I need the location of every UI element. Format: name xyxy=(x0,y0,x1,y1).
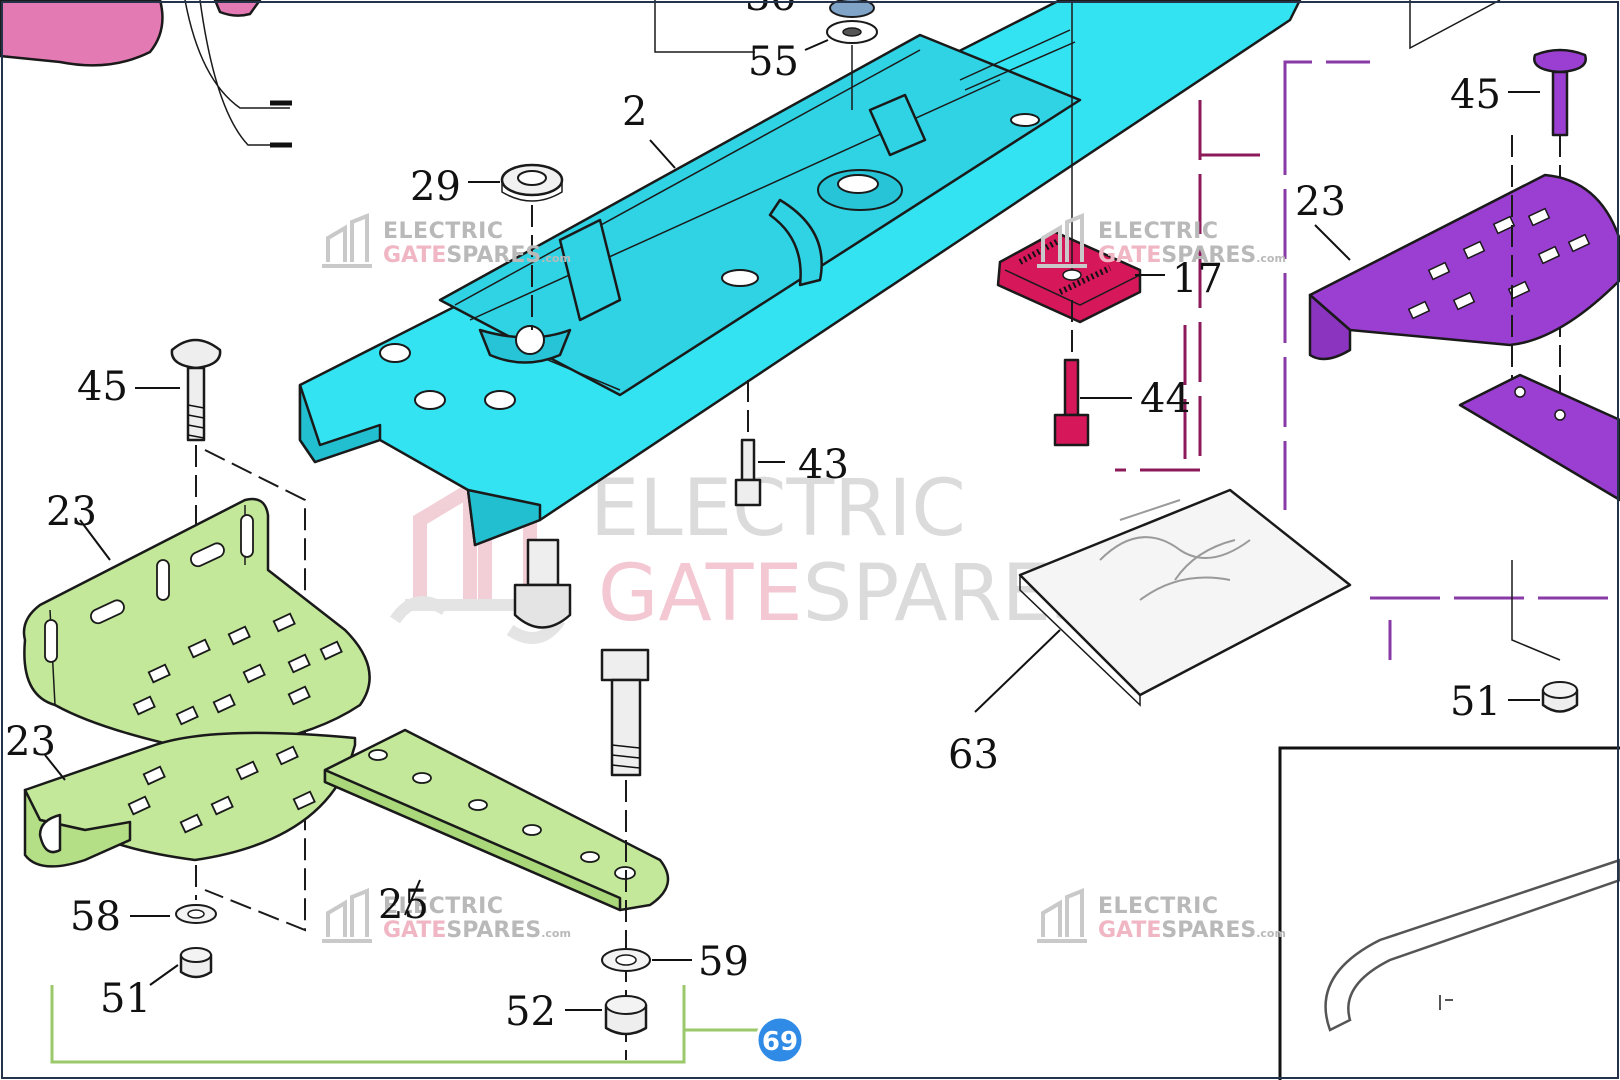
label-58: 58 xyxy=(70,894,121,940)
watermark-small-1: ELECTRIC GATESPARES.com xyxy=(322,213,571,268)
svg-text:ELECTRIC: ELECTRIC xyxy=(383,894,504,919)
fitting-bolt xyxy=(513,538,572,629)
label-2: 2 xyxy=(622,89,647,135)
motor-part-pink xyxy=(0,0,292,148)
svg-text:GATESPARES.com: GATESPARES.com xyxy=(1098,918,1286,943)
screw-44 xyxy=(1053,300,1090,447)
manual-booklet-63 xyxy=(1018,488,1352,707)
main-arm-cyan xyxy=(298,0,1302,547)
label-43: 43 xyxy=(798,442,849,488)
watermark-gate: GATE xyxy=(598,549,803,639)
label-63: 63 xyxy=(948,732,999,778)
label-51-left: 51 xyxy=(100,976,151,1022)
leader-36 xyxy=(654,0,755,53)
svg-text:ELECTRIC: ELECTRIC xyxy=(1098,894,1219,919)
nut-29 xyxy=(500,163,564,330)
label-45-right: 45 xyxy=(1450,72,1501,118)
label-44: 44 xyxy=(1140,376,1191,422)
screw-43 xyxy=(734,380,762,507)
label-45-left: 45 xyxy=(77,364,128,410)
label-25: 25 xyxy=(378,882,429,928)
svg-text:GATESPARES.com: GATESPARES.com xyxy=(383,918,571,943)
watermark-small-2: ELECTRIC GATESPARES.com xyxy=(1037,213,1286,268)
label-55: 55 xyxy=(748,39,799,85)
bracket-purple xyxy=(1283,60,1620,660)
washer-55 xyxy=(826,0,878,110)
label-17: 17 xyxy=(1172,256,1223,302)
label-29: 29 xyxy=(410,164,461,210)
inset-detail-box xyxy=(1278,746,1620,1080)
label-23-left-lower: 23 xyxy=(5,719,56,765)
right-bracket-assembly xyxy=(1283,48,1620,713)
svg-text:GATESPARES.com: GATESPARES.com xyxy=(1098,243,1286,268)
label-59: 59 xyxy=(698,939,749,985)
leader-lines xyxy=(44,39,1540,1011)
label-51-right: 51 xyxy=(1450,679,1501,725)
left-bracket-assembly xyxy=(22,338,760,1064)
badge-69[interactable]: 69 xyxy=(755,1015,805,1065)
badge-69-text: 69 xyxy=(762,1027,798,1057)
label-52: 52 xyxy=(505,989,556,1035)
label-23-left-upper: 23 xyxy=(46,489,97,535)
watermark-line1: ELECTRIC xyxy=(590,464,966,554)
watermark-small-3: ELECTRIC GATESPARES.com xyxy=(322,888,571,943)
svg-text:GATESPARES.com: GATESPARES.com xyxy=(383,243,571,268)
part-number-labels: 36 55 2 29 45 23 23 43 17 44 45 23 63 51… xyxy=(5,0,1501,1035)
svg-text:ELECTRIC: ELECTRIC xyxy=(1098,219,1219,244)
bracket-magenta xyxy=(1115,100,1270,472)
top-right-outline xyxy=(1409,0,1501,50)
label-36: 36 xyxy=(745,0,796,20)
bracket-green xyxy=(50,985,760,1064)
label-23-right: 23 xyxy=(1295,179,1346,225)
svg-text:ELECTRIC: ELECTRIC xyxy=(383,219,504,244)
watermark-small-4: ELECTRIC GATESPARES.com xyxy=(1037,888,1286,943)
